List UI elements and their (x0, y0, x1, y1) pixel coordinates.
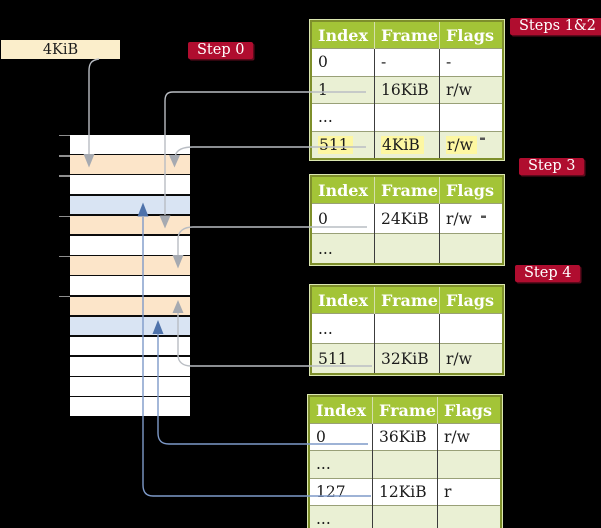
cell-frame: 24KiB (374, 203, 440, 234)
column-header-flags: Flags (439, 21, 503, 49)
cell-frame (374, 233, 440, 264)
frame-size-label: 4KiB (42, 41, 79, 58)
cell-index: 0 (311, 48, 375, 76)
cell-index: ... (311, 103, 375, 131)
cell-index: 511 (311, 343, 375, 374)
highlighted-value: r/w (446, 135, 477, 154)
memory-frame-row (70, 195, 190, 215)
cell-frame: 4KiB (374, 130, 440, 159)
badge-step-3: Step 3 (519, 158, 585, 175)
cell-index: ... (309, 504, 373, 528)
column-header-index: Index (311, 286, 375, 314)
table-row: ... (309, 450, 501, 479)
frame-size-box: 4KiB (1, 40, 120, 59)
memory-tick (59, 255, 70, 258)
memory-frame-row (70, 276, 190, 295)
memory-frame-row (70, 235, 190, 255)
table-row: ... (311, 233, 503, 264)
cell-flags (439, 233, 503, 264)
column-header-index: Index (309, 396, 373, 424)
cell-index: 127 (309, 477, 373, 506)
memory-tick (59, 295, 70, 298)
memory-frame-row (70, 155, 190, 174)
memory-tick (59, 175, 70, 177)
badge-steps-1-2: Steps 1&2 (510, 18, 601, 35)
column-header-flags: Flags (439, 286, 503, 314)
table-header-row: Index Frame Flags (311, 286, 503, 314)
cell-frame: 16KiB (374, 75, 440, 104)
column-header-index: Index (311, 21, 375, 49)
memory-tick (59, 155, 70, 157)
memory-frame-row (70, 256, 190, 275)
cell-flags (439, 103, 503, 131)
page-table-step-4-upper: Index Frame Flags ... 511 32KiB r/w (310, 285, 504, 375)
table-row-recursive-entry: 511 4KiB r/w (311, 130, 503, 159)
highlighted-value: 4KiB (381, 135, 424, 154)
cell-frame: 32KiB (374, 343, 440, 374)
column-header-flags: Flags (437, 396, 501, 424)
cell-flags: r/w (439, 130, 503, 159)
memory-frame-row (70, 316, 190, 336)
column-header-index: Index (311, 176, 375, 204)
cell-index: ... (309, 450, 373, 479)
highlighted-value: 511 (318, 135, 353, 154)
column-header-flags: Flags (439, 176, 503, 204)
cell-frame: - (374, 48, 440, 76)
table-row: 511 32KiB r/w (311, 343, 503, 374)
table-row: 0 36KiB r/w (309, 422, 501, 451)
cell-flags: r/w (439, 75, 503, 104)
table-row: 127 12KiB r (309, 477, 501, 506)
table-row: ... (311, 103, 503, 131)
table-row: 0 24KiB r/w (311, 203, 503, 234)
cell-flags: - (439, 48, 503, 76)
cell-frame (374, 313, 440, 344)
column-header-frame: Frame (374, 21, 440, 49)
cell-flags: r/w (439, 343, 503, 374)
table-header-row: Index Frame Flags (309, 396, 501, 424)
page-table-steps-1-2: Index Frame Flags 0 - - 1 16KiB r/w ... … (310, 20, 504, 160)
column-header-frame: Frame (374, 176, 440, 204)
memory-frame-row (70, 397, 190, 417)
cell-flags (437, 450, 501, 479)
memory-frame-row (70, 296, 190, 316)
cell-frame: 12KiB (372, 477, 438, 506)
cell-index: ... (311, 233, 375, 264)
cell-flags: r/w (437, 422, 501, 451)
cell-index: 511 (311, 130, 375, 159)
cell-flags (439, 313, 503, 344)
cell-flags: r (437, 477, 501, 506)
memory-tick (59, 215, 70, 218)
cell-index: 1 (311, 75, 375, 104)
page-table-step-4-lower: Index Frame Flags 0 36KiB r/w ... 127 12… (308, 395, 502, 528)
memory-frame-row (70, 175, 190, 194)
cell-index: 0 (311, 203, 375, 234)
cell-frame (372, 504, 438, 528)
cell-index: 0 (309, 422, 373, 451)
table-row: ... (309, 504, 501, 528)
memory-frame-row (70, 377, 190, 396)
page-table-step-3: Index Frame Flags 0 24KiB r/w ... (310, 175, 504, 265)
cell-index: ... (311, 313, 375, 344)
badge-step-4: Step 4 (515, 265, 581, 282)
cell-flags (437, 504, 501, 528)
table-row: 0 - - (311, 48, 503, 76)
cell-frame (374, 103, 440, 131)
cell-frame: 36KiB (372, 422, 438, 451)
column-header-frame: Frame (372, 396, 438, 424)
cell-frame (372, 450, 438, 479)
memory-frame-row (70, 215, 190, 235)
table-row: 1 16KiB r/w (311, 75, 503, 104)
cell-flags: r/w (439, 203, 503, 234)
column-header-frame: Frame (374, 286, 440, 314)
table-header-row: Index Frame Flags (311, 176, 503, 204)
memory-frame-row (70, 336, 190, 356)
physical-memory-column (70, 135, 190, 417)
table-row: ... (311, 313, 503, 344)
memory-frame-row (70, 357, 190, 376)
memory-frame-row (70, 135, 190, 154)
table-header-row: Index Frame Flags (311, 21, 503, 49)
badge-step-0: Step 0 (188, 42, 254, 59)
memory-tick (59, 134, 70, 137)
